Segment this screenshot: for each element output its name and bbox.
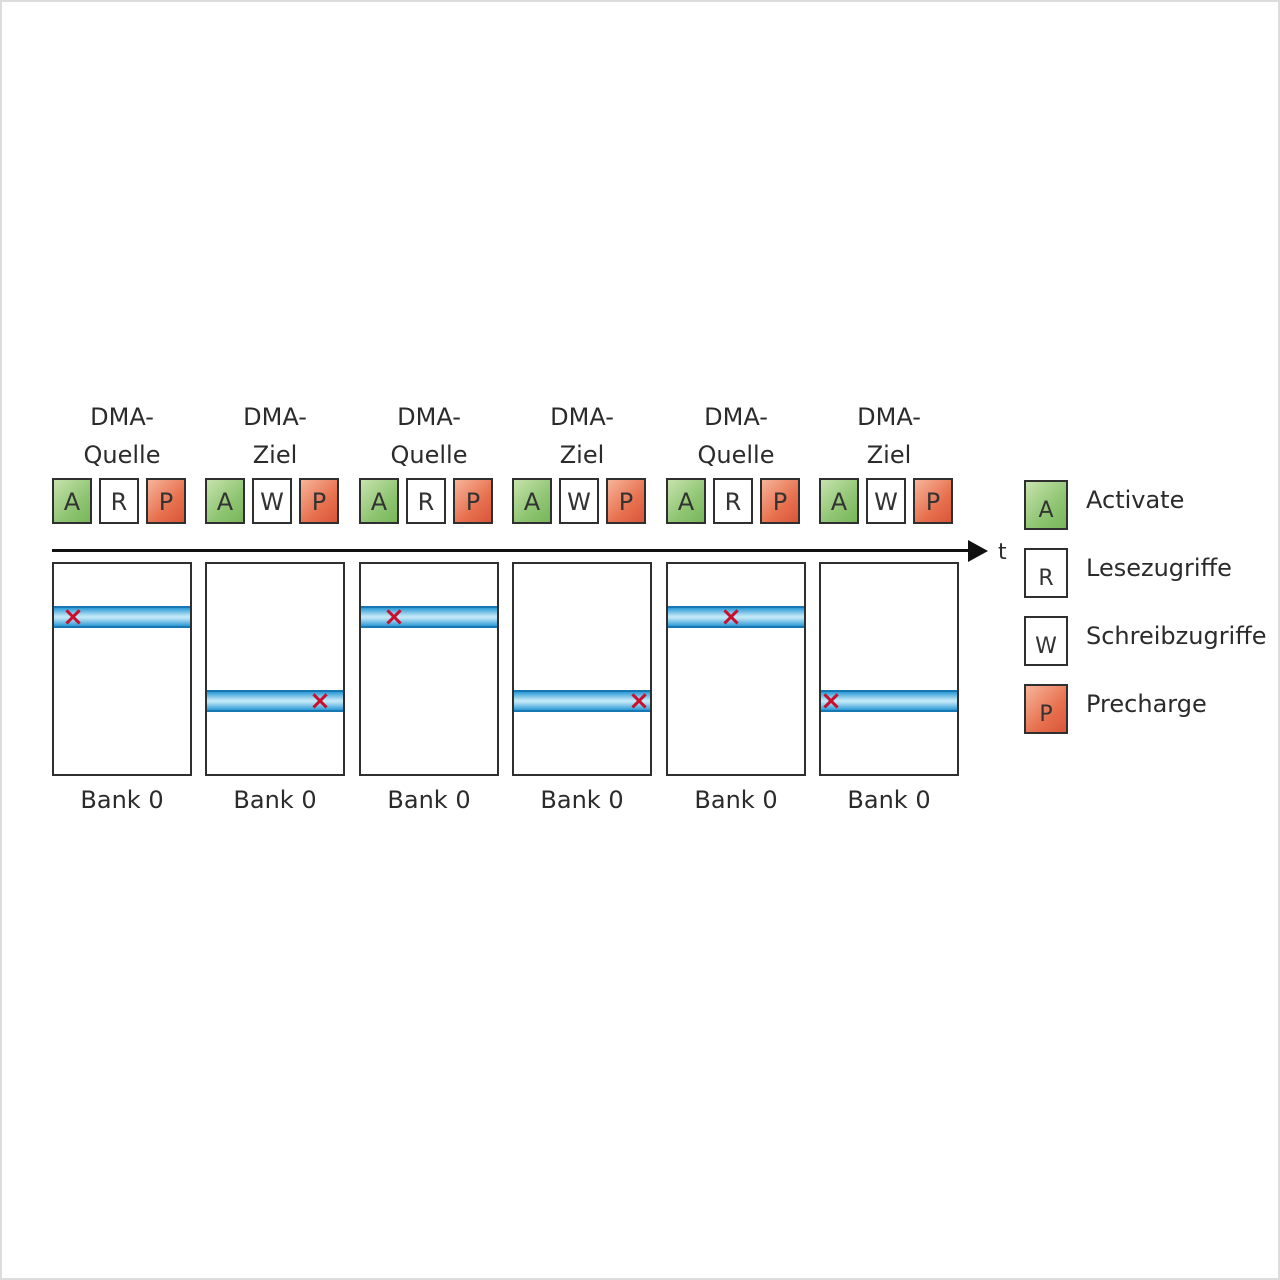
- cmd-activate: A: [512, 478, 552, 524]
- cmd-precharge: P: [606, 478, 646, 524]
- open-row: ×: [668, 602, 804, 632]
- legend-label: Schreibzugriffe: [1086, 622, 1267, 650]
- legend-swatch-read: R: [1024, 548, 1068, 598]
- cmd-write: W: [866, 478, 906, 524]
- column-title: DMA- Ziel: [819, 398, 959, 474]
- column-title-line1: DMA-: [550, 403, 614, 431]
- column-title-line2: Quelle: [390, 441, 468, 469]
- memory-bank: ×: [666, 562, 806, 776]
- memory-bank: ×: [52, 562, 192, 776]
- column-title-line1: DMA-: [397, 403, 461, 431]
- memory-bank: ×: [819, 562, 959, 776]
- cmd-activate: A: [819, 478, 859, 524]
- column-title: DMA- Ziel: [512, 398, 652, 474]
- cmd-read: R: [99, 478, 139, 524]
- column-title-line2: Ziel: [559, 441, 605, 469]
- access-marker-icon: ×: [62, 602, 84, 632]
- bank-label: Bank 0: [80, 786, 164, 814]
- cmd-activate: A: [666, 478, 706, 524]
- arrow-head-icon: [968, 540, 988, 562]
- legend-swatch-precharge: P: [1024, 684, 1068, 734]
- cmd-activate: A: [205, 478, 245, 524]
- cmd-activate: A: [359, 478, 399, 524]
- open-row: ×: [361, 602, 497, 632]
- column-title: DMA- Ziel: [205, 398, 345, 474]
- time-axis-label: t: [998, 540, 1007, 565]
- bank-label: Bank 0: [540, 786, 624, 814]
- column-title-line2: Quelle: [83, 441, 161, 469]
- cmd-write: W: [559, 478, 599, 524]
- cmd-read: R: [713, 478, 753, 524]
- cmd-precharge: P: [913, 478, 953, 524]
- column-title-line2: Quelle: [697, 441, 775, 469]
- bank-label: Bank 0: [233, 786, 317, 814]
- column-title: DMA- Quelle: [359, 398, 499, 474]
- cmd-precharge: P: [760, 478, 800, 524]
- cmd-precharge: P: [453, 478, 493, 524]
- column-title: DMA- Quelle: [666, 398, 806, 474]
- cmd-precharge: P: [146, 478, 186, 524]
- legend-swatch-write: W: [1024, 616, 1068, 666]
- legend-label: Precharge: [1086, 690, 1207, 718]
- memory-bank: ×: [359, 562, 499, 776]
- column-title-line1: DMA-: [243, 403, 307, 431]
- bank-label: Bank 0: [387, 786, 471, 814]
- legend-label: Lesezugriffe: [1086, 554, 1232, 582]
- bank-label: Bank 0: [694, 786, 778, 814]
- open-row: ×: [207, 686, 343, 716]
- column-title-line2: Ziel: [252, 441, 298, 469]
- cmd-activate: A: [52, 478, 92, 524]
- time-axis: [52, 549, 974, 552]
- memory-bank: ×: [205, 562, 345, 776]
- column-title-line1: DMA-: [857, 403, 921, 431]
- open-row: ×: [54, 602, 190, 632]
- cmd-write: W: [252, 478, 292, 524]
- access-marker-icon: ×: [820, 686, 842, 716]
- access-marker-icon: ×: [383, 602, 405, 632]
- column-title-line2: Ziel: [866, 441, 912, 469]
- access-marker-icon: ×: [309, 686, 331, 716]
- column-title-line1: DMA-: [704, 403, 768, 431]
- cmd-read: R: [406, 478, 446, 524]
- open-row: ×: [820, 686, 957, 716]
- access-marker-icon: ×: [628, 686, 650, 716]
- cmd-precharge: P: [299, 478, 339, 524]
- access-marker-icon: ×: [720, 602, 742, 632]
- bank-label: Bank 0: [847, 786, 931, 814]
- memory-bank: ×: [512, 562, 652, 776]
- open-row: ×: [514, 686, 650, 716]
- legend-label: Activate: [1086, 486, 1185, 514]
- legend-swatch-activate: A: [1024, 480, 1068, 530]
- column-title: DMA- Quelle: [52, 398, 192, 474]
- column-title-line1: DMA-: [90, 403, 154, 431]
